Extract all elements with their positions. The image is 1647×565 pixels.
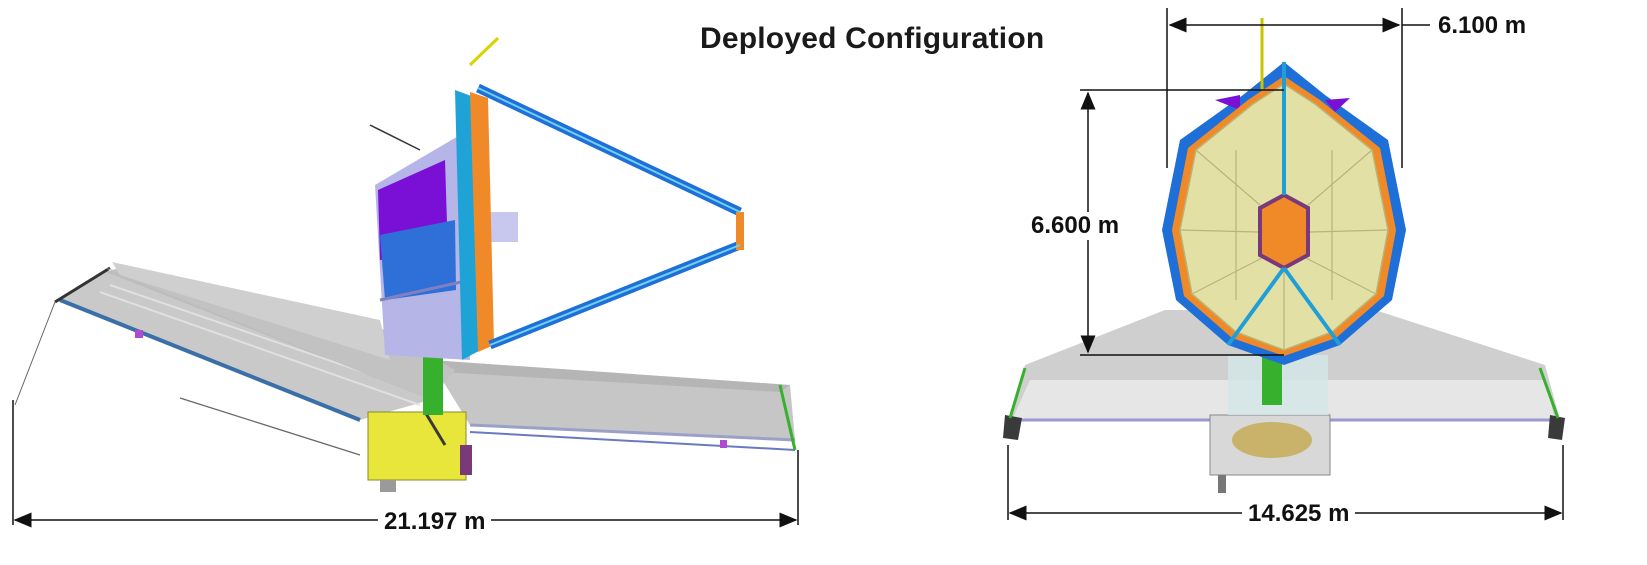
sunshield-layers <box>105 262 455 400</box>
right-sunshield-wing <box>430 360 797 451</box>
diagram-title: Deployed Configuration <box>700 22 1045 55</box>
primary-mirror-front <box>1162 18 1406 365</box>
mirror-width-label: 6.100 m <box>1432 12 1533 40</box>
deployable-tower <box>423 355 443 415</box>
mirror-height-label: 6.600 m <box>1025 212 1126 240</box>
front-bus <box>1209 345 1331 493</box>
primary-mirror-side <box>369 36 500 360</box>
mirror-width-dimension <box>1166 8 1430 168</box>
side-span-label: 21.197 m <box>378 508 492 536</box>
isim-module <box>375 135 518 360</box>
front-span-label: 14.625 m <box>1242 500 1356 528</box>
spacecraft-bus <box>367 411 472 492</box>
side-view <box>12 36 799 528</box>
front-view <box>1003 8 1565 521</box>
secondary-mirror-struts <box>476 83 744 350</box>
